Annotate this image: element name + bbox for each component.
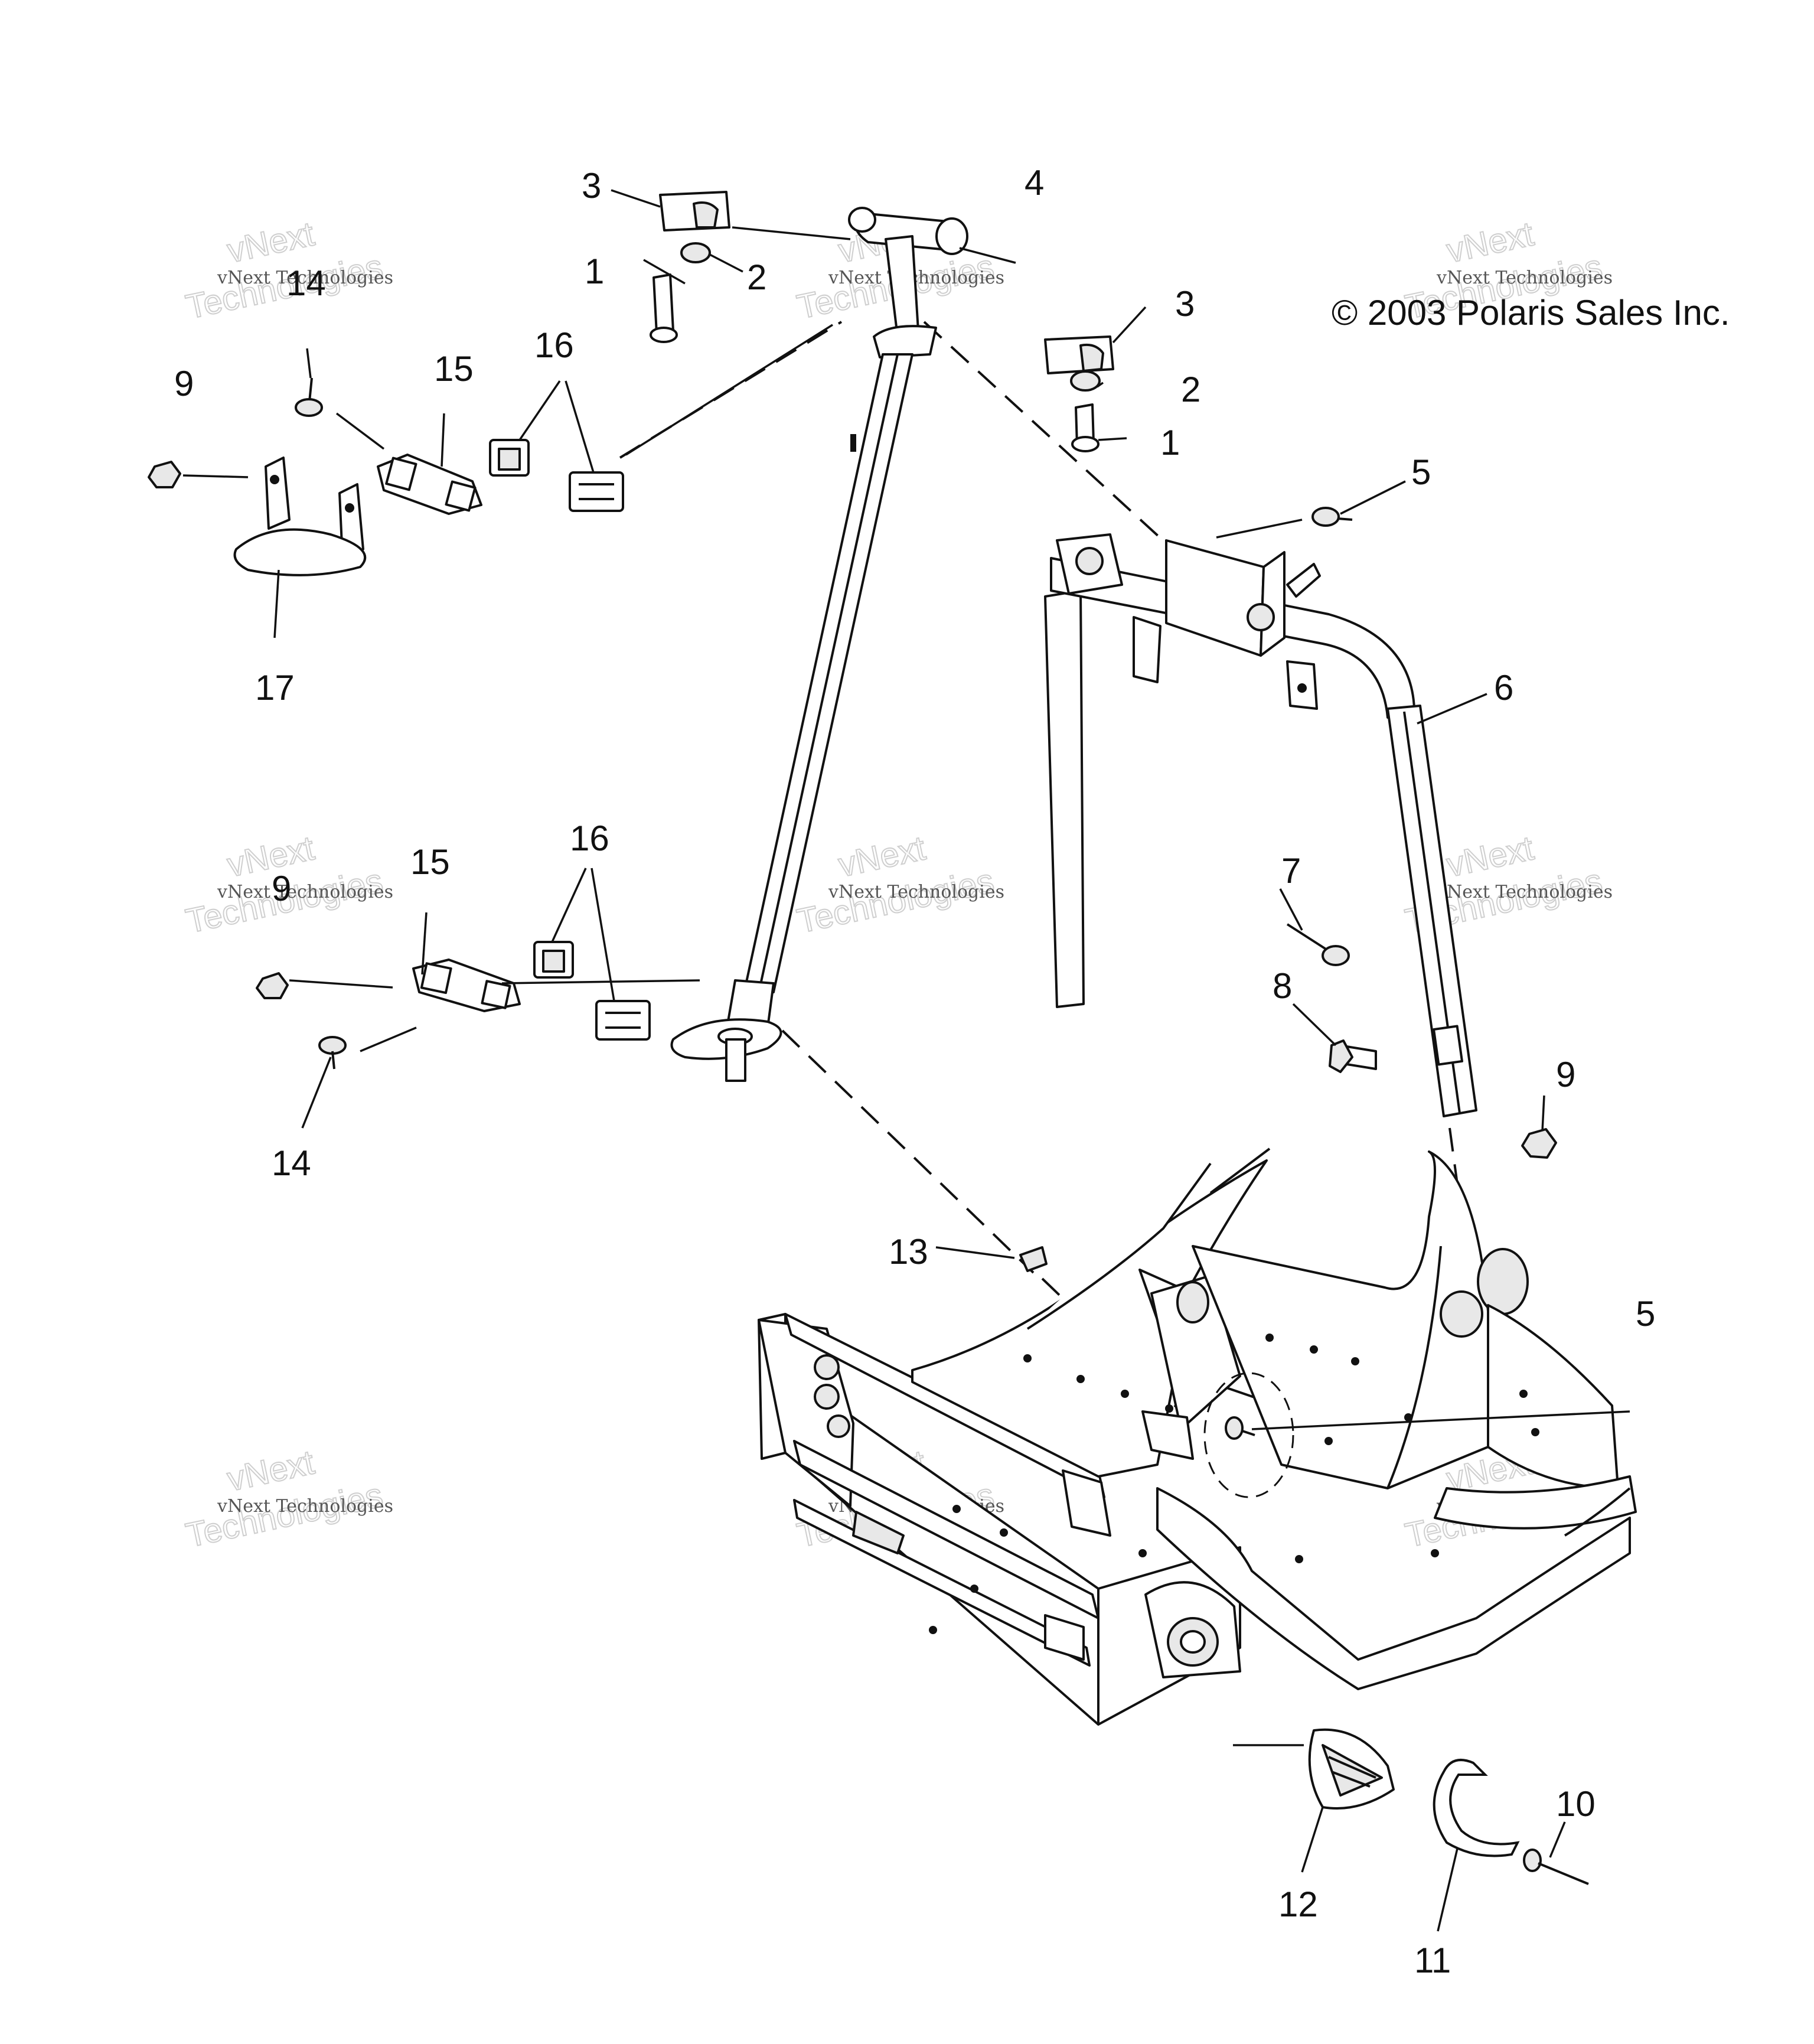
clip-washer (1019, 1246, 1048, 1272)
callout-9-right: 9 (1556, 1055, 1575, 1094)
assembly-lines (619, 321, 1469, 1413)
bearing-cap-upper-left (659, 191, 730, 232)
callout-4: 4 (1025, 163, 1044, 203)
watermark-brand: vNext Technologies (1436, 882, 1613, 902)
bushing-upper-b (569, 471, 624, 512)
watermark-brand: vNext Technologies (217, 1496, 393, 1517)
bushing-upper-a (489, 439, 530, 477)
main-frame (758, 1147, 1637, 1726)
callout-9-lower-left: 9 (272, 869, 291, 908)
leader-lines (182, 189, 1630, 1932)
watermark-line1: vNext (1443, 829, 1537, 884)
washer-left (680, 242, 711, 263)
callout-6: 6 (1494, 668, 1513, 708)
callout-15-lower: 15 (410, 842, 450, 882)
washer-right (1070, 370, 1101, 392)
steering-post (670, 207, 968, 1082)
callout-3-right: 3 (1175, 284, 1195, 324)
callout-2-right: 2 (1181, 370, 1200, 409)
callout-1-right: 1 (1160, 423, 1180, 462)
steering-boot (1308, 1728, 1395, 1810)
bolt-left (650, 273, 678, 343)
bearing-cap-upper-right (1044, 335, 1114, 374)
watermark-line1: vNext (224, 214, 318, 270)
bushing-lower-b (595, 1000, 651, 1041)
screw-lower-left (318, 1036, 347, 1070)
nut-upper-left (148, 461, 181, 488)
watermark-line1: vNext (835, 829, 929, 884)
pin (1523, 1849, 1589, 1885)
callout-12: 12 (1278, 1885, 1318, 1924)
clamp-upper (377, 454, 482, 515)
watermark-brand: vNext Technologies (217, 268, 393, 288)
callout-17: 17 (255, 668, 295, 708)
watermark-brand: vNext Technologies (1436, 268, 1613, 288)
long-bolt (1286, 923, 1350, 966)
callout-11: 11 (1414, 1941, 1451, 1980)
callout-9-upper-left: 9 (174, 364, 194, 403)
watermark-brand: vNext Technologies (828, 882, 1004, 902)
callout-labels: 1 1 2 2 3 3 4 5 5 6 7 8 9 9 9 10 11 12 1… (174, 163, 1655, 1980)
callout-1-upper: 1 (585, 252, 604, 291)
bolt-upper-support (1311, 507, 1353, 527)
bushing-lower-a (533, 941, 574, 979)
callout-2-upper: 2 (747, 257, 766, 297)
watermark: vNext Technologies vNext Technologies (182, 1442, 393, 1555)
bracket-upper (233, 457, 367, 576)
shoulder-bolt (1329, 1039, 1377, 1073)
callout-8: 8 (1273, 966, 1292, 1006)
bolt-right (1071, 403, 1100, 452)
callout-16-lower: 16 (570, 819, 609, 858)
copyright-notice: © 2003 Polaris Sales Inc. (1332, 293, 1730, 332)
nut-right (1521, 1128, 1557, 1159)
steering-support (1044, 533, 1477, 1117)
callout-16-upper: 16 (534, 325, 574, 365)
callout-5-lower: 5 (1636, 1294, 1655, 1334)
watermark-line1: vNext (224, 829, 318, 884)
watermark: vNext Technologies vNext Technologies (793, 828, 1004, 941)
callout-15-upper: 15 (434, 349, 474, 389)
callout-14-lower: 14 (272, 1143, 311, 1183)
watermark-line1: vNext (224, 1443, 318, 1498)
callout-13: 13 (889, 1232, 928, 1272)
screw-upper-left (295, 377, 323, 417)
callout-3-upper: 3 (582, 166, 601, 206)
watermark-brand: vNext Technologies (217, 882, 393, 902)
callout-5-upper: 5 (1411, 452, 1431, 492)
callout-14-upper: 14 (286, 263, 326, 303)
watermark-line1: vNext (1443, 214, 1537, 270)
clamp-lower (412, 959, 521, 1012)
callout-7: 7 (1281, 851, 1301, 891)
nut-lower-left (256, 972, 289, 999)
boot-clamp (1433, 1759, 1520, 1857)
callout-10: 10 (1556, 1784, 1596, 1824)
